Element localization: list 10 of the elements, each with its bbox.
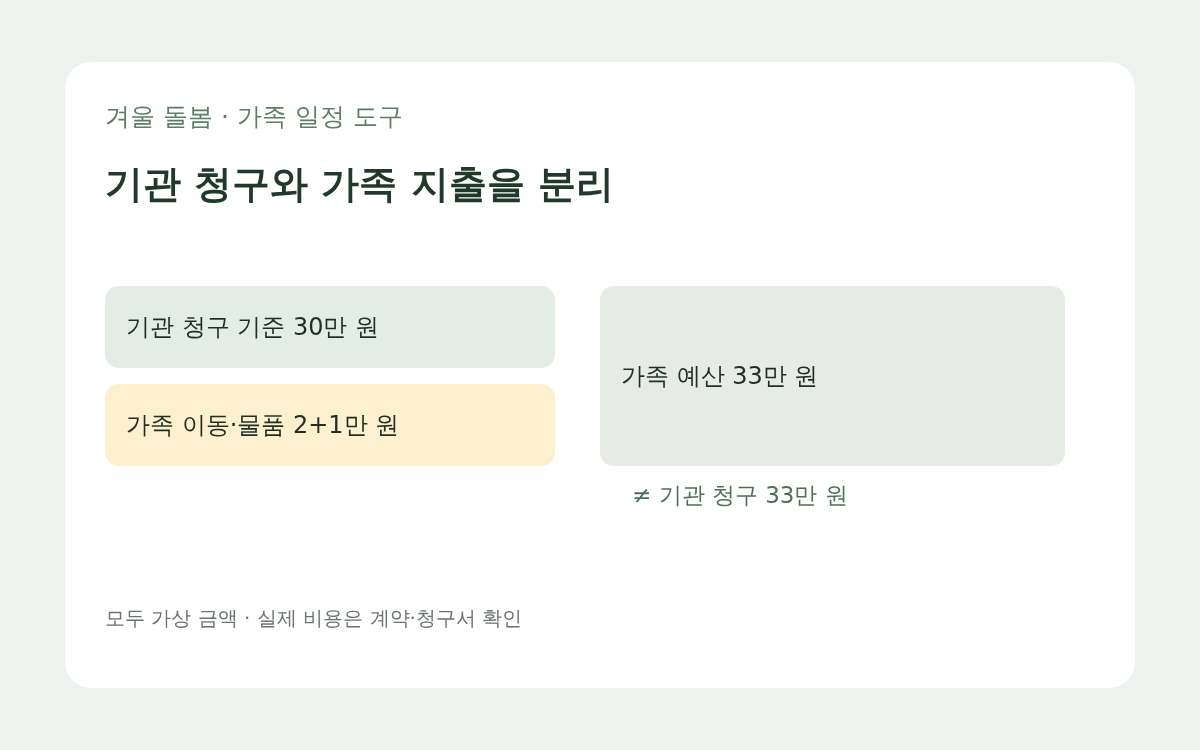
amount-box [600, 286, 1065, 466]
footnote-text: 모두 가상 금액 · 실제 비용은 계약·청구서 확인 [105, 606, 523, 630]
title-text: 기관 청구와 가족 지출을 분리 [105, 162, 614, 208]
note-text: ≠ 기관 청구 33만 원 [632, 482, 848, 510]
amount-box [105, 384, 555, 466]
amount-box [105, 286, 555, 368]
amount-text: 가족 예산 33만 원 [621, 361, 819, 391]
amount-text: 기관 청구 기준 30만 원 [126, 312, 380, 342]
amount-text: 가족 이동·물품 2+1만 원 [126, 410, 400, 440]
kicker-text: 겨울 돌봄 · 가족 일정 도구 [105, 102, 403, 132]
